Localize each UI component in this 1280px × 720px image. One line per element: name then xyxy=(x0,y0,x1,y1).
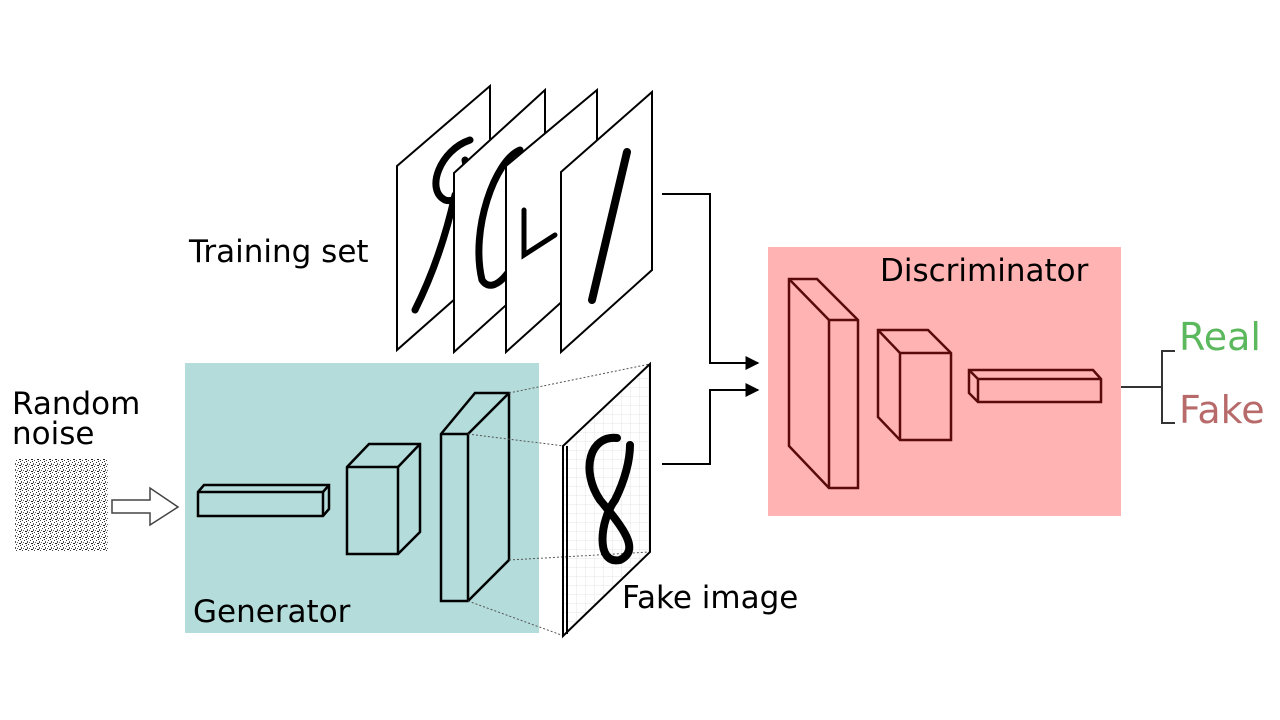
fake-image-label: Fake image xyxy=(622,580,798,616)
discriminator-label: Discriminator xyxy=(880,253,1089,289)
real-label: Real xyxy=(1179,315,1261,359)
training-card-1 xyxy=(560,89,653,355)
noise-image xyxy=(15,459,108,551)
training-set-images xyxy=(396,83,653,355)
fake-label: Fake xyxy=(1179,388,1265,432)
training-to-discriminator-connector xyxy=(662,193,760,370)
generator-layer-1 xyxy=(196,483,331,518)
discriminator-layer-2 xyxy=(876,328,953,442)
random-noise-label-1: Random xyxy=(12,386,140,422)
output-bracket xyxy=(1121,350,1175,424)
fake-image-card xyxy=(562,361,651,639)
discriminator-layer-3 xyxy=(967,368,1103,404)
random-noise-label-2: noise xyxy=(12,416,94,452)
training-set-label: Training set xyxy=(188,234,369,270)
generator-layer-3 xyxy=(439,391,511,603)
fake-to-discriminator-connector xyxy=(662,383,760,465)
generator-label: Generator xyxy=(193,594,351,630)
generator-layer-2 xyxy=(345,442,422,556)
noise-to-generator-arrow-icon xyxy=(111,486,180,527)
discriminator-layer-1 xyxy=(787,277,860,490)
